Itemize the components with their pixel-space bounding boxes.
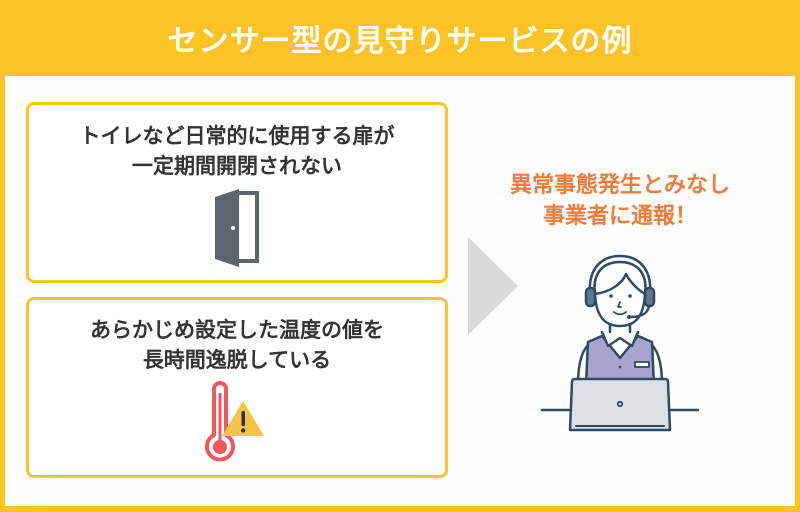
result-text: 異常事態発生とみなし 事業者に通報！ xyxy=(470,170,770,232)
condition-line-1: トイレなど日常的に使用する扉が xyxy=(79,124,395,148)
condition-card-door: トイレなど日常的に使用する扉が 一定期間開閉されない xyxy=(26,102,448,283)
thermometer-warning-icon xyxy=(204,381,270,471)
flow-arrow-icon xyxy=(468,237,518,335)
door-icon xyxy=(209,187,265,273)
page-title: センサー型の見守りサービスの例 xyxy=(167,24,633,59)
result-line-2: 事業者に通報！ xyxy=(542,204,697,229)
title-bar: センサー型の見守りサービスの例 xyxy=(0,0,800,76)
condition-text: あらかじめ設定した温度の値を 長時間逸脱している xyxy=(90,315,384,375)
condition-line-1: あらかじめ設定した温度の値を xyxy=(90,318,384,342)
condition-line-2: 長時間逸脱している xyxy=(142,348,332,372)
condition-line-2: 一定期間開閉されない xyxy=(132,154,342,178)
operator-headset-laptop-icon xyxy=(540,250,700,435)
condition-card-temperature: あらかじめ設定した温度の値を 長時間逸脱している xyxy=(26,297,448,478)
result-line-1: 異常事態発生とみなし xyxy=(509,173,730,198)
condition-text: トイレなど日常的に使用する扉が 一定期間開閉されない xyxy=(80,121,395,181)
